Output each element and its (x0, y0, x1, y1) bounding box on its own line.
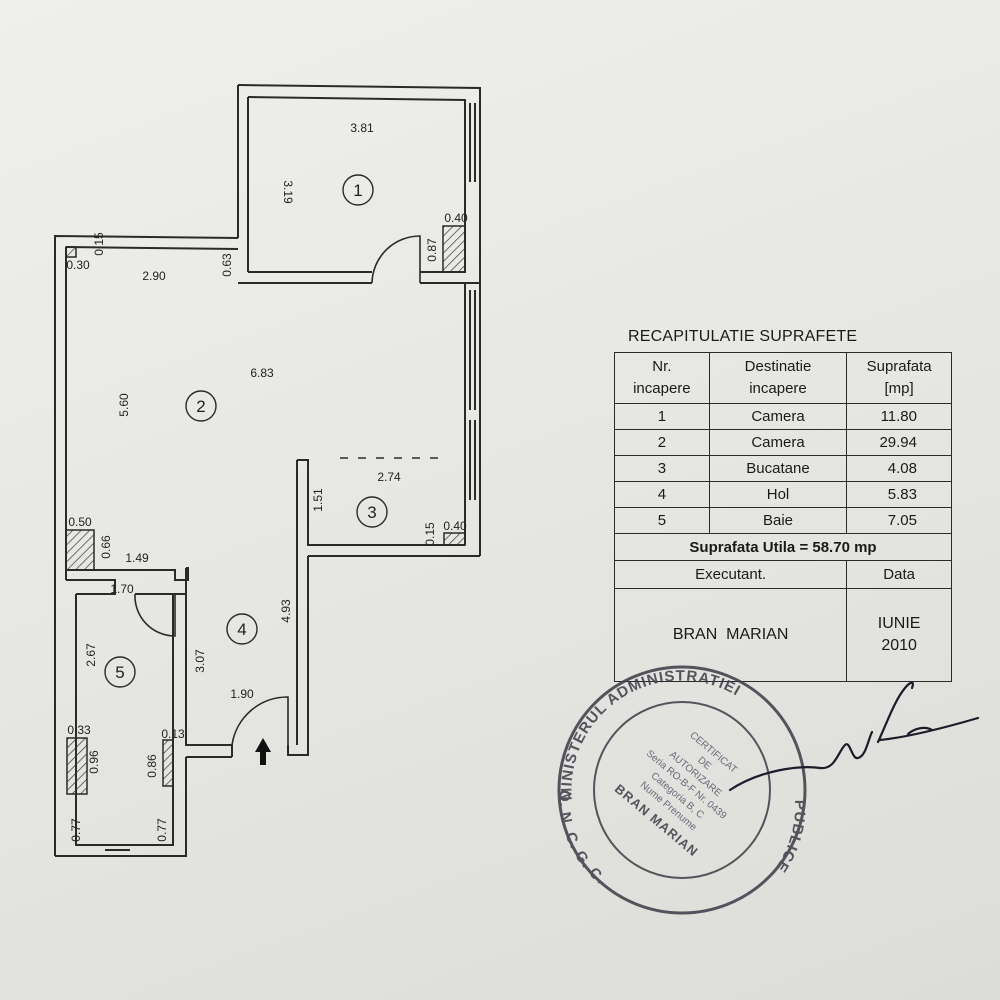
dim-r3-width: 2.74 (377, 470, 401, 484)
room-number-2: 2 (196, 397, 205, 416)
table-row: 2 Camera 29.94 (614, 429, 952, 456)
dim-r2-f: 1.49 (125, 551, 149, 565)
room-number-3: 3 (367, 503, 376, 522)
column-r3 (443, 532, 466, 546)
dim-r2-height: 5.60 (117, 393, 131, 417)
column-r5-right (162, 739, 174, 787)
dim-r4-long: 4.93 (279, 599, 293, 623)
room-number-1: 1 (353, 181, 362, 200)
entry-door (231, 696, 289, 746)
dim-r5-f: 0.77 (155, 818, 169, 842)
header-nr: Nr.incapere (614, 352, 710, 404)
dim-r3-b: 0.40 (443, 519, 467, 533)
dim-r5-e: 0.77 (69, 818, 83, 842)
room-number-4: 4 (237, 620, 246, 639)
room2-wall-outer (54, 234, 239, 856)
svg-text:O. N. C. G. C.: O. N. C. G. C. (555, 790, 608, 888)
dim-r2-long: 6.83 (250, 366, 274, 380)
column-r5-left (66, 737, 88, 795)
total-row: Suprafata Utila = 58.70 mp (614, 533, 952, 561)
stamp-ring-bottom: O. N. C. G. C. (555, 790, 607, 888)
recap-title: RECAPITULATIE SUPRAFETE (628, 328, 858, 345)
executant-header-row: Executant. Data (613, 560, 952, 589)
header-area: Suprafata[mp] (846, 352, 952, 404)
dim-r2-e: 0.66 (99, 535, 113, 559)
room3-wall (297, 459, 465, 546)
dim-r2-d: 0.50 (68, 515, 92, 529)
dim-r4-width: 1.90 (230, 687, 254, 701)
column-r1 (442, 225, 466, 273)
column-r2-top (65, 246, 77, 258)
dim-r5-height: 2.67 (84, 643, 98, 667)
dim-r5-c: 0.13 (161, 727, 185, 741)
dim-r3-a: 0.15 (423, 522, 437, 546)
dim-r5-width: 1.70 (110, 582, 134, 596)
column-r2-left (65, 529, 95, 571)
dim-r2-c: 0.63 (220, 253, 234, 277)
dim-r1-width: 3.81 (350, 121, 374, 135)
entry-arrow-icon (255, 738, 271, 765)
dim-r1-col-h: 0.87 (425, 238, 439, 262)
dim-r1-col-w: 0.40 (444, 211, 468, 225)
dim-r2-width: 2.90 (142, 269, 166, 283)
room1-wall-outer (237, 84, 481, 284)
handwritten-signature (728, 681, 980, 792)
room4-wall (66, 567, 189, 581)
room5-door (134, 593, 176, 637)
dim-r1-height: 3.19 (281, 180, 295, 204)
dim-r5-d: 0.86 (145, 754, 159, 778)
executant-name: BRAN MARIAN (613, 588, 848, 682)
dim-r4-height: 3.07 (193, 649, 207, 673)
dim-r3-height: 1.51 (311, 488, 325, 512)
dim-r5-a: 0.33 (67, 723, 91, 737)
dim-r2-a: 0.30 (66, 258, 90, 272)
dim-r2-b: 0.15 (92, 232, 106, 256)
dim-r5-b: 0.96 (87, 750, 101, 774)
room1-door (371, 235, 421, 284)
room-number-5: 5 (115, 663, 124, 682)
